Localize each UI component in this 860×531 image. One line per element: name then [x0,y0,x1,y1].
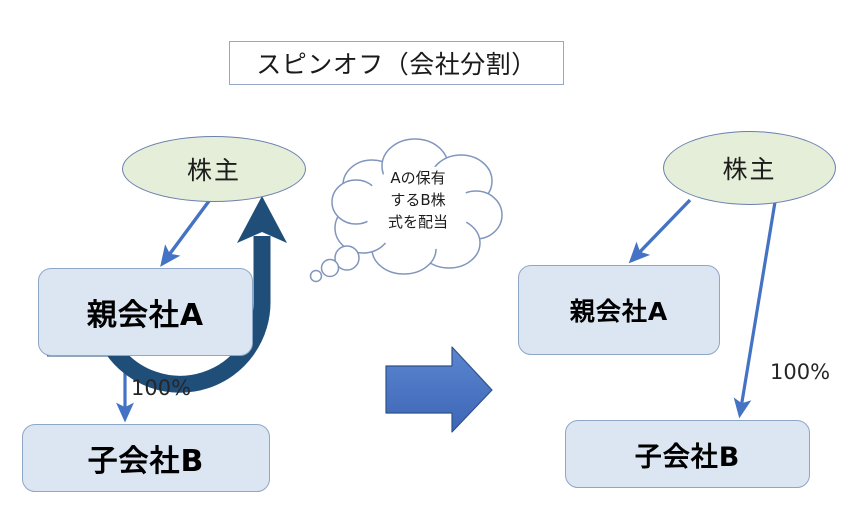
right-block-arrow-icon [385,346,493,433]
ownership-label-before: 100% [131,376,192,400]
parent-company-node-after: 親会社A [518,265,720,355]
parent-company-label-after: 親会社A [569,297,669,326]
subsidiary-company-node-before: 子会社B [22,424,270,492]
arrow-shareholder-to-parent-left [160,195,214,267]
shareholder-node-after: 株主 [663,131,836,205]
shareholder-node-before: 株主 [122,136,306,202]
ownership-label-after: 100% [770,360,831,384]
shareholder-label-before: 株主 [186,156,241,185]
page-title: スピンオフ（会社分割） [256,50,537,79]
subsidiary-company-label-before: 子会社B [87,444,205,479]
subsidiary-company-label-after: 子会社B [634,441,741,473]
subsidiary-company-node-after: 子会社B [565,420,810,488]
thought-bubble-line-2: するB株 [390,190,446,209]
thought-bubble-text: Aの保有 するB株 式を配当 [363,168,473,233]
parent-company-label-before: 親会社A [86,298,205,333]
arrow-shareholder-to-parent-right [628,198,692,264]
parent-company-node-before: 親会社A [38,268,253,356]
diagram-title-box: スピンオフ（会社分割） [229,41,564,85]
thought-bubble-line-1: Aの保有 [390,169,446,187]
thought-bubble-line-3: 式を配当 [387,212,448,231]
shareholder-label-after: 株主 [722,155,777,184]
